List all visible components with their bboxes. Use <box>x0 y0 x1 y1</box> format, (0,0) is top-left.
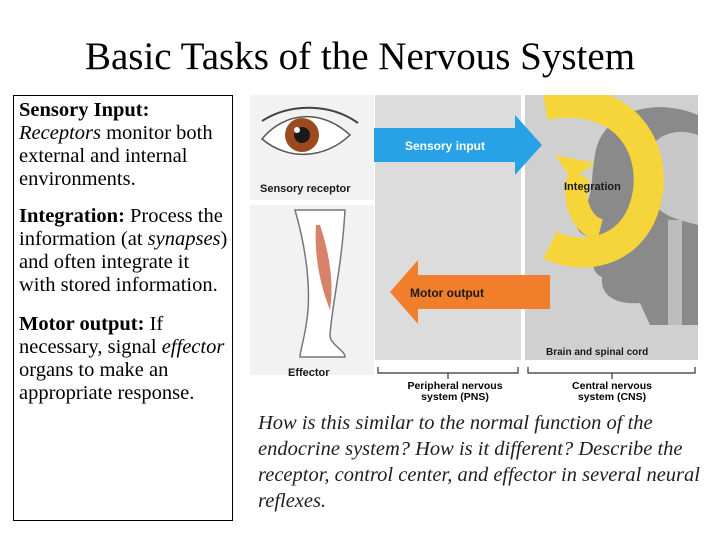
sensory-input-body: monitor both external and internal envir… <box>19 122 213 190</box>
integration-text: Integration: Process the information (at… <box>19 205 228 297</box>
motor-output-arrow <box>390 260 550 324</box>
pns-brace <box>377 367 519 379</box>
calf-muscle <box>315 225 332 310</box>
sensory-input-text: Sensory Input:Receptors monitor both ext… <box>19 99 228 191</box>
pns-label-line1: Peripheral nervous <box>407 380 502 392</box>
integration-loop <box>543 95 664 268</box>
spinal-cord <box>668 220 682 325</box>
leg-outline <box>294 209 346 358</box>
sensory-receptor-label: Sensory receptor <box>260 183 351 195</box>
nervous-system-diagram: Sensory input Motor output Sensory recep… <box>250 95 698 403</box>
motor-output-body-1: If necessary, signal <box>19 313 164 358</box>
receptors-term: Receptors <box>19 122 101 144</box>
integration-inner-loop <box>565 170 605 241</box>
effector-term: effector <box>161 336 225 358</box>
sensory-input-arrow <box>374 115 542 175</box>
motor-output-body-2: organs to make an appropriate response. <box>19 359 195 404</box>
motor-output-label: Motor output <box>410 286 484 300</box>
eye-highlight <box>294 127 300 133</box>
task-descriptions-box: Sensory Input:Receptors monitor both ext… <box>13 95 233 521</box>
sensory-input-label: Sensory input <box>405 139 485 153</box>
integration-arrowhead <box>555 155 595 180</box>
integration-body-1: Process the information (at <box>19 205 223 250</box>
synapses-term: synapses <box>147 228 221 250</box>
discussion-question: How is this similar to the normal functi… <box>258 412 700 512</box>
slide-title: Basic Tasks of the Nervous System <box>84 35 636 78</box>
integration-body-2: ) and often integrate it with stored inf… <box>19 228 228 296</box>
effector-label: Effector <box>288 367 330 379</box>
integration-label: Integration <box>564 181 621 193</box>
integration-heading: Integration: <box>19 205 125 227</box>
motor-output-text: Motor output: If necessary, signal effec… <box>19 313 228 405</box>
eyebrow <box>261 106 359 124</box>
brain-spinal-label: Brain and spinal cord <box>546 347 648 358</box>
pns-label-line2: system (PNS) <box>421 391 489 403</box>
cns-brace <box>527 367 696 379</box>
motor-output-heading: Motor output: <box>19 313 145 335</box>
sensory-input-heading: Sensory Input: <box>19 99 150 121</box>
cns-label-line2: system (CNS) <box>578 391 646 403</box>
cns-label-line1: Central nervous <box>572 380 652 392</box>
